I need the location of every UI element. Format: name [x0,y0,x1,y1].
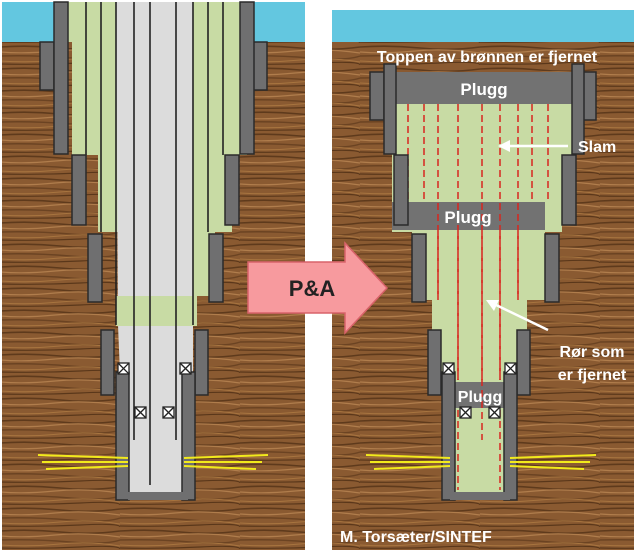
pipes-removed-label-line2: er fjernet [558,367,627,384]
pa-arrow-shape [247,241,389,335]
wellbore-left [116,2,193,497]
mud-label: Slam [578,139,616,156]
plug-lower [450,382,510,408]
top-removed-label: Toppen av brønnen er fjernet [377,49,598,66]
plug-lower-label: Plugg [458,389,502,406]
removed-pipe-lines [407,104,549,490]
plug-middle [392,202,545,230]
sea-layer-right [332,10,634,42]
perforations-right [365,454,597,470]
plug-upper-label: Plugg [460,80,507,99]
annotation-arrows [486,140,568,332]
plug-middle-label: Plugg [444,208,491,227]
pa-arrow: P&A [247,241,389,335]
plug-upper [392,72,576,104]
pa-arrow-label: P&A [289,276,336,301]
packer-icons-left [117,362,192,419]
tubing-lines-left [85,2,224,485]
casing-blocks-left [39,1,268,501]
credit-label: M. Torsæter/SINTEF [340,529,492,546]
pipes-removed-label-line1: Rør som [560,344,625,361]
right-panel-after: Toppen av brønnen er fjernet Plugg Plugg… [332,10,634,550]
perforations-left [37,454,269,470]
packer-icons-right [442,362,517,419]
